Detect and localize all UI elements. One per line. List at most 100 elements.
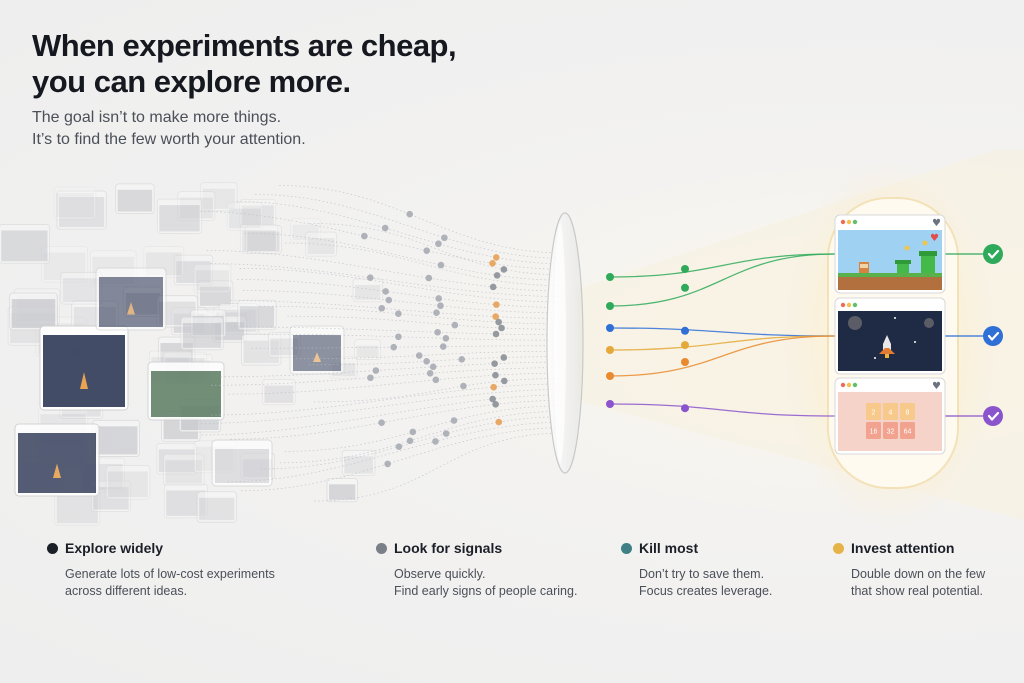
signal-dot	[395, 333, 402, 341]
signal-dot	[681, 283, 689, 292]
number-tile-label: 4	[889, 410, 893, 417]
number-tile	[866, 403, 881, 420]
signal-dot	[681, 404, 689, 413]
signal-dot	[498, 324, 505, 332]
step-description: Generate lots of low-cost experiments	[65, 567, 275, 581]
experiment-window	[239, 223, 279, 254]
experiment-window	[53, 186, 97, 220]
signal-dot	[432, 376, 440, 384]
number-tile	[866, 422, 881, 439]
subheadline: The goal isn’t to make more things. It’s…	[32, 107, 306, 151]
signal-dot	[681, 341, 689, 350]
signal-dot	[406, 210, 414, 218]
selected-thread	[609, 253, 836, 307]
experiment-window	[115, 183, 155, 214]
number-tile	[900, 422, 915, 439]
experiment-window	[9, 292, 58, 331]
filter-lens-highlight	[554, 223, 566, 463]
signal-dot	[415, 352, 423, 359]
signal-dot	[606, 346, 614, 354]
headline-line: When experiments are cheap,	[32, 28, 457, 63]
experiment-window	[326, 477, 358, 503]
experiment-window	[54, 489, 101, 526]
headline-line: you can explore more.	[32, 64, 351, 99]
signal-dot	[451, 321, 459, 329]
step-title: Invest attention	[851, 540, 955, 556]
experiment-window	[341, 449, 376, 477]
number-tile	[883, 403, 898, 420]
experiment-window	[14, 423, 100, 497]
signal-dot	[433, 309, 440, 317]
selected-thread	[609, 327, 836, 337]
signal-dot	[442, 430, 450, 437]
signal-dot	[435, 240, 442, 248]
step-title: Explore widely	[65, 540, 164, 556]
check-icon	[983, 326, 1003, 346]
headline: When experiments are cheap, you can expl…	[32, 28, 457, 100]
step-description: Observe quickly.	[394, 567, 486, 581]
signal-dot	[441, 234, 448, 242]
step-title: Look for signals	[394, 540, 503, 556]
signal-dot	[492, 330, 500, 338]
signal-dot	[489, 260, 496, 267]
experiment-window	[39, 325, 129, 411]
number-tile-label: 2	[872, 410, 876, 417]
signal-dot	[409, 428, 417, 436]
step-description: Find early signs of people caring.	[394, 584, 578, 598]
heart-icon: ♥	[932, 381, 941, 392]
number-tile-label: 64	[904, 429, 912, 436]
experiment-window	[244, 225, 282, 254]
experiment-window	[180, 316, 224, 351]
signal-dot	[491, 360, 498, 367]
signal-dot	[493, 301, 500, 308]
signal-dot	[489, 395, 496, 403]
signal-dot	[501, 377, 508, 385]
signal-dot	[495, 318, 502, 326]
selected-thread	[609, 335, 836, 351]
experiment-window	[60, 271, 103, 305]
selected-threads	[606, 253, 983, 417]
experiment-window	[289, 325, 345, 375]
check-icon	[983, 244, 1003, 264]
signal-dot	[378, 419, 385, 426]
check-icon	[983, 406, 1003, 426]
experiment-window	[156, 198, 203, 234]
step-invest-attention: Invest attention Double down on the few …	[833, 540, 1024, 600]
signal-dot	[395, 310, 402, 317]
experiment-window	[105, 465, 151, 500]
signal-dot	[495, 418, 503, 426]
signal-dot	[372, 367, 380, 374]
signal-dot	[458, 355, 466, 363]
number-tile-label: 8	[906, 410, 910, 417]
experiment-window	[237, 299, 277, 331]
signal-dot	[426, 369, 434, 377]
signal-dot	[435, 295, 443, 302]
experiment-window	[354, 339, 381, 360]
signal-dot	[432, 438, 439, 445]
experiment-window	[162, 453, 205, 486]
signal-dot	[434, 328, 441, 336]
number-tile-label: 32	[887, 429, 895, 436]
step-look-for-signals: Look for signals Observe quickly. Find e…	[376, 540, 624, 600]
experiment-window	[262, 379, 296, 406]
signal-dot	[606, 372, 614, 380]
experiment-window	[173, 254, 214, 286]
step-description: Don’t try to save them.	[639, 567, 765, 581]
selected-experiment-space-shooter	[834, 297, 946, 375]
signal-dot	[681, 358, 689, 366]
signal-dot	[381, 224, 389, 232]
signal-dot	[460, 382, 467, 390]
signal-dot	[429, 363, 437, 371]
signal-dot	[384, 460, 391, 468]
selected-thread	[609, 253, 836, 278]
step-dot	[621, 542, 632, 554]
signal-dot	[442, 334, 450, 342]
number-tile	[900, 403, 915, 420]
experiment-window	[177, 191, 216, 221]
signal-dot	[500, 266, 508, 273]
signal-dot	[385, 296, 393, 304]
heart-icon: ♥	[930, 233, 939, 244]
step-title: Kill most	[639, 540, 699, 556]
experiment-window-cloud	[0, 182, 383, 526]
